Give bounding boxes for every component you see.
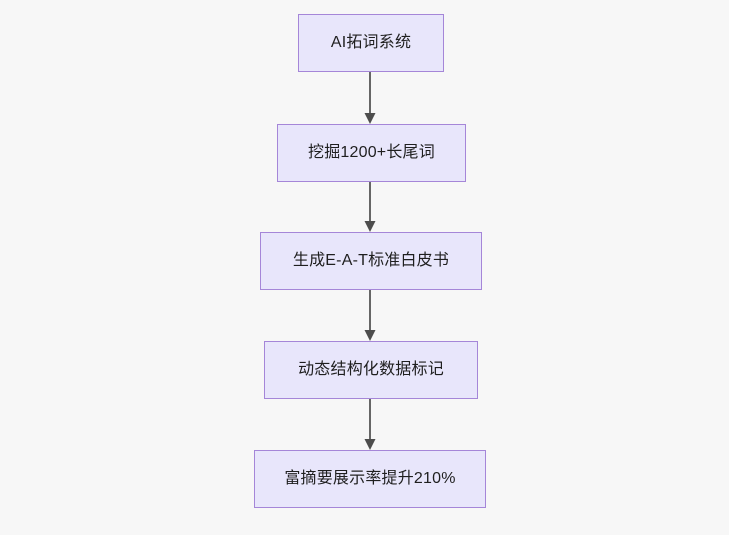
edge-n3-n4 <box>364 290 376 341</box>
flow-node-label: 生成E-A-T标准白皮书 <box>292 252 450 269</box>
edge-n4-n5 <box>364 399 376 450</box>
edge-n1-n2 <box>364 72 376 124</box>
edge-n2-n3 <box>364 182 376 232</box>
flow-node-generate-eat-whitepaper[interactable]: 生成E-A-T标准白皮书 <box>260 232 482 290</box>
flow-node-dynamic-structured-data-markup[interactable]: 动态结构化数据标记 <box>264 341 478 399</box>
flow-node-ai-keyword-system[interactable]: AI拓词系统 <box>298 14 444 72</box>
flow-node-label: 挖掘1200+长尾词 <box>308 144 435 161</box>
flow-node-label: AI拓词系统 <box>330 34 412 51</box>
flow-node-rich-snippet-impression-uplift[interactable]: 富摘要展示率提升210% <box>254 450 486 508</box>
flow-node-mine-longtail-keywords[interactable]: 挖掘1200+长尾词 <box>277 124 466 182</box>
flow-node-label: 富摘要展示率提升210% <box>284 470 456 487</box>
flow-node-label: 动态结构化数据标记 <box>298 361 444 378</box>
